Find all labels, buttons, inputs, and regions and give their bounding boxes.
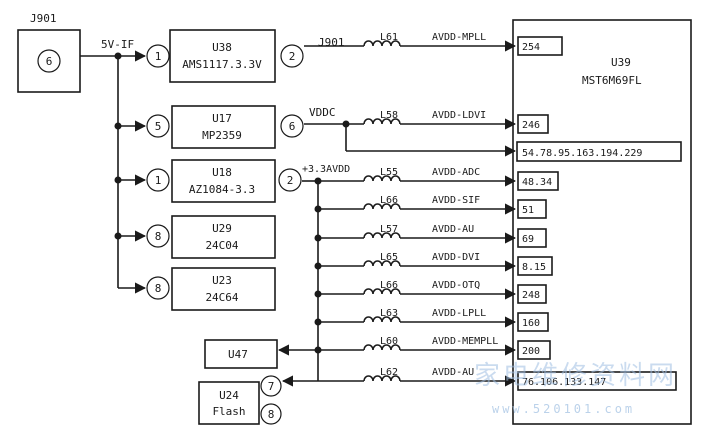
u23-in-pin: 8: [155, 282, 162, 295]
u47-ref: U47: [228, 348, 248, 361]
watermark-cn: 家电维修资料网: [474, 361, 677, 391]
vddc-pins: 54.78.95.163.194.229: [522, 148, 642, 159]
rail-5v-label: 5V-IF: [101, 38, 134, 51]
chip-u24-flash: U24 Flash 7 8: [198, 375, 282, 425]
u23-ref: U23: [212, 274, 232, 287]
chip-pin-box: 48.34: [517, 171, 559, 191]
u23-part: 24C64: [205, 291, 238, 304]
net-label: AVDD-LDVI: [432, 110, 486, 121]
net-label: AVDD-MEMPLL: [432, 336, 498, 347]
chip-pin-box: 200: [517, 340, 551, 360]
regulator-u18: 1 U18 AZ1084-3.3 2: [146, 159, 302, 203]
chip-pin-box: 8.15: [517, 256, 553, 276]
vddc-pin-group: 54.78.95.163.194.229: [516, 141, 682, 162]
net-label: AVDD-AU: [432, 367, 474, 378]
u17-part: MP2359: [202, 129, 242, 142]
u29-part: 24C04: [205, 239, 238, 252]
inductor-row-9: L60 AVDD-MEMPLL 200: [318, 336, 551, 360]
inductor-ref: L62: [380, 367, 398, 378]
inductor-row-4: L66 AVDD-SIF 51: [318, 195, 547, 219]
chip-pin-box: 160: [517, 312, 549, 332]
u38-ref: U38: [212, 41, 232, 54]
inductor-ref: L60: [380, 336, 398, 347]
net-label: AVDD-MPLL: [432, 32, 486, 43]
chip-pin-number: 76.106.133.147: [522, 377, 606, 388]
net-label: AVDD-AU: [432, 224, 474, 235]
u18-ref: U18: [212, 166, 232, 179]
chip-pin-number: 51: [522, 205, 534, 216]
inductor-row-5: L57 AVDD-AU 69: [318, 224, 547, 248]
chip-pin-box: 248: [517, 284, 547, 304]
chip-pin-number: 69: [522, 234, 534, 245]
site-watermark: 家电维修资料网 www.520101.com: [474, 361, 677, 416]
inductor-layer: [363, 40, 401, 382]
chip-pin-number: 8.15: [522, 262, 546, 273]
inductor-ref: L58: [380, 110, 398, 121]
net-label: AVDD-DVI: [432, 252, 480, 263]
chip-pin-box: 76.106.133.147: [517, 371, 677, 391]
inductor-row-10: L62 AVDD-AU 76.106.133.147: [318, 367, 677, 391]
inductor-ref: L66: [380, 280, 398, 291]
net-j901-out: J901: [318, 36, 345, 49]
chip-pin-box: 246: [517, 114, 549, 134]
watermark-url: www.520101.com: [492, 402, 635, 416]
inductor-ref: L57: [380, 224, 398, 235]
u24-part: Flash: [212, 405, 245, 418]
inductor-row-6: L65 AVDD-DVI 8.15: [318, 252, 553, 276]
inductor-row-3: L55 AVDD-ADC 48.34: [318, 167, 559, 191]
u38-out-pin: 2: [289, 50, 296, 63]
chip-pin-box: 69: [517, 228, 547, 248]
u29-ref: U29: [212, 222, 232, 235]
chip-pin-number: 160: [522, 318, 540, 329]
u17-ref: U17: [212, 112, 232, 125]
u29-in-pin: 8: [155, 230, 162, 243]
chip-pin-number: 200: [522, 346, 540, 357]
regulator-u38: 1 U38 AMS1117.3.3V 2: [146, 29, 304, 83]
u38-in-pin: 1: [155, 50, 162, 63]
chip-pin-number: 48.34: [522, 177, 552, 188]
u39-part: MST6M69FL: [582, 74, 642, 87]
u18-part: AZ1084-3.3: [189, 183, 255, 196]
net-label: AVDD-ADC: [432, 167, 480, 178]
eeprom-u23: 8 U23 24C64: [146, 267, 276, 311]
u24-ref: U24: [219, 389, 239, 402]
net-vddc: VDDC: [309, 106, 336, 119]
inductor-ref: L61: [380, 32, 398, 43]
inductor-ref: L65: [380, 252, 398, 263]
inductor-row-8: L63 AVDD-LPLL 160: [318, 308, 549, 332]
chip-pin-number: 254: [522, 42, 540, 53]
j901-label: J901: [30, 12, 57, 25]
u38-part: AMS1117.3.3V: [182, 58, 262, 71]
eeprom-u29: 8 U29 24C04: [146, 215, 276, 259]
net-3v3-avdd: +3.3AVDD: [302, 164, 350, 175]
inductor-ref: L55: [380, 167, 398, 178]
u17-out-pin: 6: [289, 120, 296, 133]
j901-pin: 6: [46, 55, 53, 68]
chip-pin-number: 246: [522, 120, 540, 131]
net-label: AVDD-OTQ: [432, 280, 480, 291]
inductor-row-7: L66 AVDD-OTQ 248: [318, 280, 547, 304]
u24-pin-8: 8: [268, 408, 275, 421]
inductor-row-2: L58 AVDD-LDVI 246: [304, 110, 549, 134]
inductor-row-1: L61 AVDD-MPLL 254: [304, 32, 563, 56]
chip-pin-box: 51: [517, 199, 547, 219]
chip-pin-box: 254: [517, 36, 563, 56]
net-label: AVDD-LPLL: [432, 308, 486, 319]
u39-ref: U39: [611, 56, 631, 69]
u17-in-pin: 5: [155, 120, 162, 133]
net-label: AVDD-SIF: [432, 195, 480, 206]
u18-in-pin: 1: [155, 174, 162, 187]
rail-5v-bus: 5V-IF: [80, 38, 147, 294]
u24-pin-7: 7: [268, 380, 275, 393]
chip-pin-number: 248: [522, 290, 540, 301]
regulator-u17: 5 U17 MP2359 6: [146, 105, 304, 149]
inductor-ref: L63: [380, 308, 398, 319]
chip-u47: U47: [204, 339, 278, 369]
u18-out-pin: 2: [287, 174, 294, 187]
j901-connector: J901 6: [17, 12, 81, 93]
inductor-ref: L66: [380, 195, 398, 206]
